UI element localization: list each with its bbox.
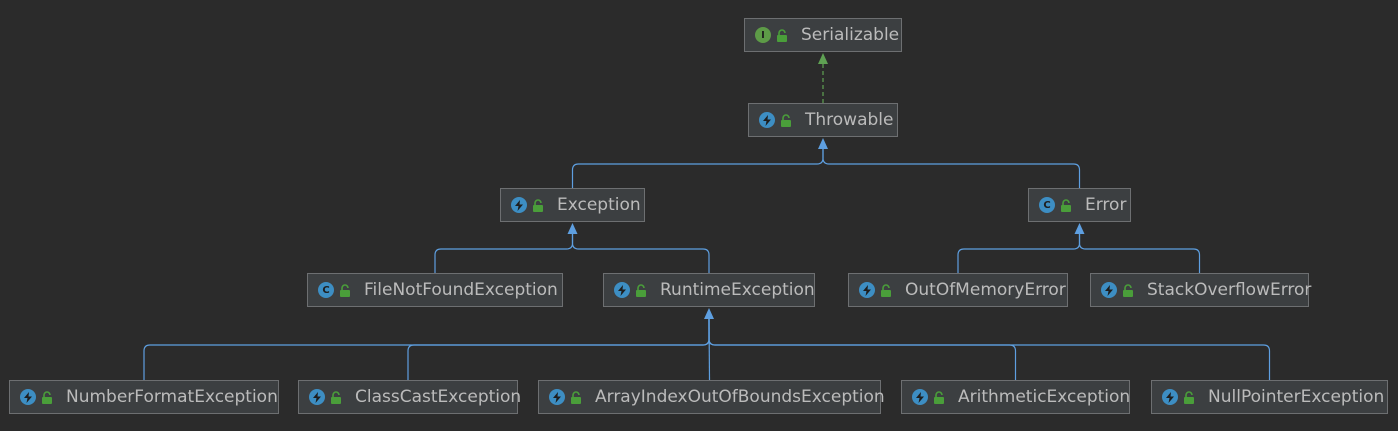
node-throwable[interactable]: Throwable bbox=[748, 103, 898, 137]
lock-icon bbox=[933, 390, 945, 404]
extends-edge bbox=[1078, 234, 1201, 273]
lock-icon bbox=[880, 283, 892, 297]
extends-edge bbox=[571, 234, 710, 273]
node-label: OutOfMemoryError bbox=[905, 280, 1066, 300]
lock-icon bbox=[1122, 283, 1134, 297]
node-label: ArrayIndexOutOfBoundsException bbox=[595, 387, 885, 407]
extends-edge bbox=[407, 319, 710, 380]
extends-edge bbox=[571, 149, 824, 188]
implements-arrowhead bbox=[818, 53, 828, 64]
extends-edge bbox=[822, 149, 1081, 188]
interface-icon: I bbox=[755, 27, 771, 43]
extends-edge bbox=[708, 319, 1271, 380]
extends-arrowhead bbox=[704, 308, 714, 319]
node-label: ClassCastException bbox=[355, 387, 522, 407]
lock-icon bbox=[339, 283, 351, 297]
extends-edge bbox=[143, 319, 710, 380]
exception-class-icon bbox=[1162, 389, 1178, 405]
extends-edge bbox=[434, 234, 574, 273]
node-numberformatexception[interactable]: NumberFormatException bbox=[9, 380, 279, 414]
node-label: StackOverflowError bbox=[1147, 280, 1312, 300]
extends-arrowhead bbox=[1074, 223, 1085, 234]
node-serializable[interactable]: I Serializable bbox=[744, 18, 902, 52]
lock-icon bbox=[780, 113, 792, 127]
node-nullpointerexception[interactable]: NullPointerException bbox=[1151, 380, 1388, 414]
node-stackoverflowerror[interactable]: StackOverflowError bbox=[1090, 273, 1312, 307]
exception-class-icon bbox=[1101, 282, 1117, 298]
lock-icon bbox=[1183, 390, 1195, 404]
exception-class-icon bbox=[511, 197, 527, 213]
node-outofmemoryerror[interactable]: OutOfMemoryError bbox=[848, 273, 1068, 307]
extends-edge bbox=[957, 234, 1081, 273]
node-arithmeticexception[interactable]: ArithmeticException bbox=[901, 380, 1130, 414]
exception-class-icon bbox=[912, 389, 928, 405]
node-exception[interactable]: Exception bbox=[500, 188, 645, 222]
node-runtimeexception[interactable]: RuntimeException bbox=[603, 273, 815, 307]
lock-icon bbox=[635, 283, 647, 297]
node-label: Serializable bbox=[801, 25, 900, 45]
node-label: Throwable bbox=[805, 110, 894, 130]
exception-class-icon bbox=[859, 282, 875, 298]
lock-icon bbox=[532, 198, 544, 212]
node-arrayindexoutofboundsexception[interactable]: ArrayIndexOutOfBoundsException bbox=[538, 380, 885, 414]
node-error[interactable]: C Error bbox=[1028, 188, 1131, 222]
class-icon: C bbox=[318, 282, 334, 298]
node-classcastexception[interactable]: ClassCastException bbox=[298, 380, 522, 414]
node-label: NullPointerException bbox=[1208, 387, 1385, 407]
lock-icon bbox=[330, 390, 342, 404]
lock-icon bbox=[41, 390, 53, 404]
exception-class-icon bbox=[20, 389, 36, 405]
node-label: ArithmeticException bbox=[958, 387, 1131, 407]
exception-class-icon bbox=[759, 112, 775, 128]
exception-class-icon bbox=[549, 389, 565, 405]
node-label: NumberFormatException bbox=[66, 387, 278, 407]
extends-arrowhead bbox=[567, 223, 578, 234]
extends-arrowhead bbox=[818, 138, 828, 149]
node-label: Error bbox=[1085, 195, 1127, 215]
node-label: Exception bbox=[557, 195, 641, 215]
exception-class-icon bbox=[309, 389, 325, 405]
extends-edge bbox=[708, 319, 1017, 380]
lock-icon bbox=[570, 390, 582, 404]
node-label: FileNotFoundException bbox=[364, 280, 558, 300]
lock-icon bbox=[1060, 198, 1072, 212]
lock-icon bbox=[776, 28, 788, 42]
node-filenotfoundexception[interactable]: C FileNotFoundException bbox=[307, 273, 563, 307]
node-label: RuntimeException bbox=[660, 280, 815, 300]
class-icon: C bbox=[1039, 197, 1055, 213]
exception-class-icon bbox=[614, 282, 630, 298]
